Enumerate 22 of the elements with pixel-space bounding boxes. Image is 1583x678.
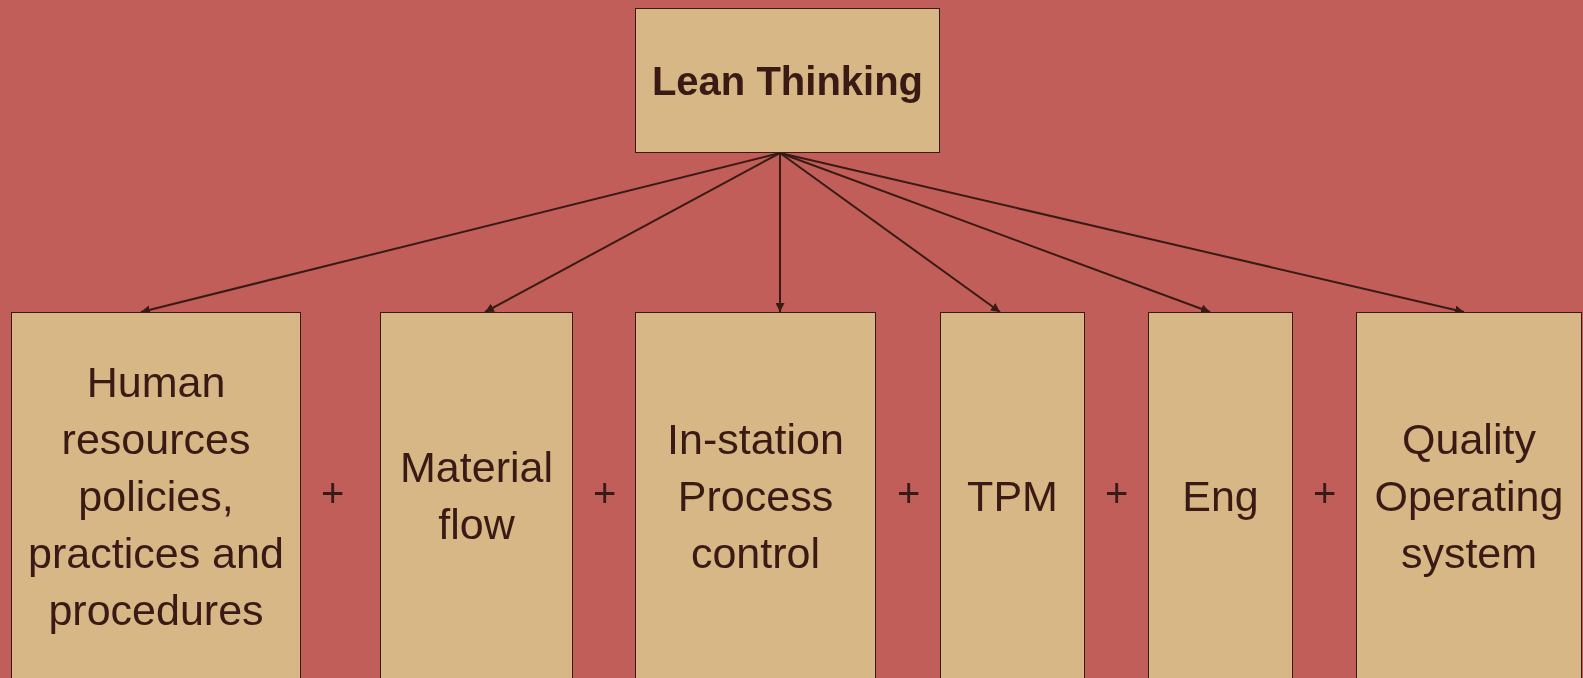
plus-sign: + (1313, 473, 1337, 513)
topic-box (11, 312, 301, 678)
title-box (635, 8, 940, 153)
node-label: Human resources policies, practices and procedures (27, 356, 285, 636)
arrow (484, 152, 781, 313)
node-label: TPM (967, 470, 1058, 522)
topic-box (940, 312, 1085, 678)
node-label: In-station Process control (666, 413, 845, 579)
plus-sign: + (321, 473, 345, 513)
plus-sign: + (593, 473, 617, 513)
node-label: Material flow (399, 442, 554, 550)
plus-sign: + (897, 473, 921, 513)
arrow (775, 152, 785, 313)
topic-box (1356, 312, 1582, 678)
node-label: Quality Operating system (1373, 413, 1565, 579)
arrow (779, 152, 1001, 313)
plus-sign: + (1105, 473, 1129, 513)
topic-box (380, 312, 573, 678)
topic-box (1148, 312, 1293, 678)
node-label: Eng (1182, 470, 1259, 522)
node-label: Lean Thinking (651, 57, 924, 105)
topic-box (635, 312, 876, 678)
